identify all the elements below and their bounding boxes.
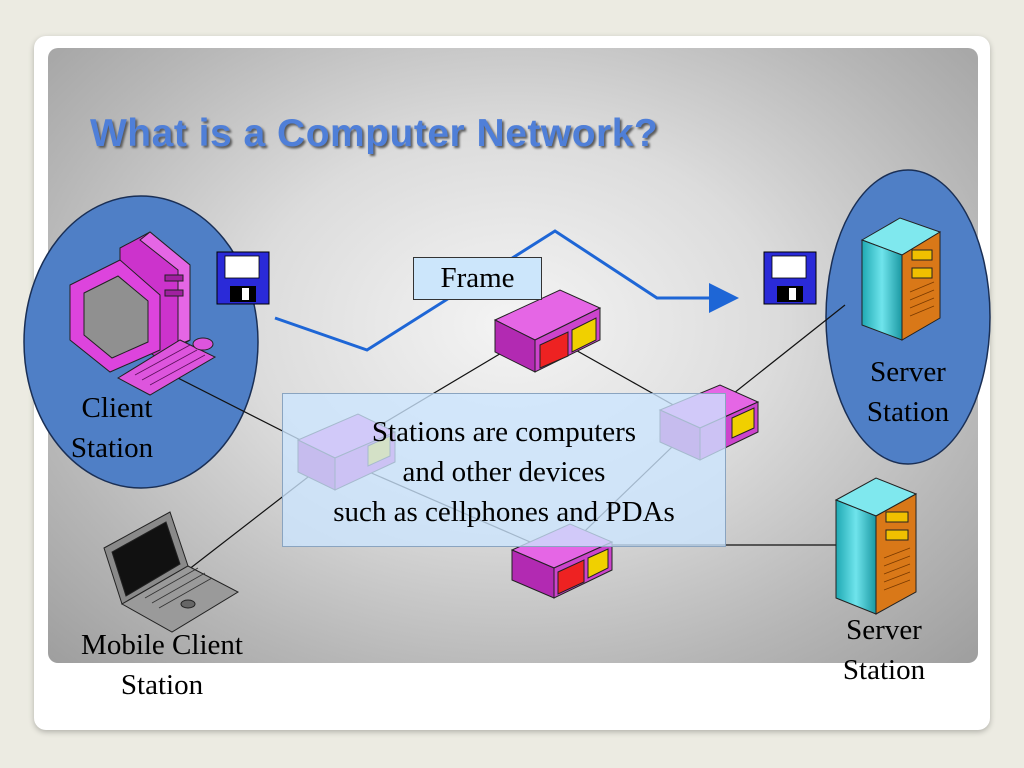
mobile-client-station-label-line2: Station bbox=[120, 669, 204, 701]
frame-path-arrow bbox=[274, 229, 739, 352]
server-station-bottom-label-line2: Station bbox=[842, 654, 926, 686]
frame-label-box: Frame bbox=[413, 257, 542, 300]
client-station-label-line2: Station bbox=[70, 432, 154, 464]
mobile-client-station-label: Mobile Client Station bbox=[60, 625, 264, 705]
server-station-top-label: Server Station bbox=[848, 352, 968, 432]
desktop-computer-icon bbox=[69, 231, 217, 396]
mobile-client-station-label-line1: Mobile Client bbox=[81, 629, 243, 661]
floppy-disk-icon bbox=[763, 251, 817, 305]
client-station-label-line1: Client bbox=[81, 392, 153, 424]
callout-line-3: such as cellphones and PDAs bbox=[333, 496, 675, 528]
router-icon bbox=[493, 289, 602, 373]
server-station-bottom-label: Server Station bbox=[824, 610, 944, 690]
server-station-bottom-label-line1: Server bbox=[846, 614, 922, 646]
server-station-top-label-line2: Station bbox=[866, 396, 950, 428]
callout-line-2: and other devices bbox=[402, 456, 606, 488]
stations-callout-box: Stations are computers and other devices… bbox=[282, 393, 726, 547]
server-tower-icon bbox=[860, 217, 942, 341]
server-tower-icon bbox=[834, 477, 918, 615]
slide-title: What is a Computer Network? bbox=[90, 112, 659, 155]
laptop-icon bbox=[103, 511, 240, 633]
server-station-top-label-line1: Server bbox=[870, 356, 946, 388]
client-station-label: Client Station bbox=[62, 388, 172, 468]
floppy-disk-icon bbox=[216, 251, 270, 305]
callout-line-1: Stations are computers bbox=[371, 416, 637, 448]
